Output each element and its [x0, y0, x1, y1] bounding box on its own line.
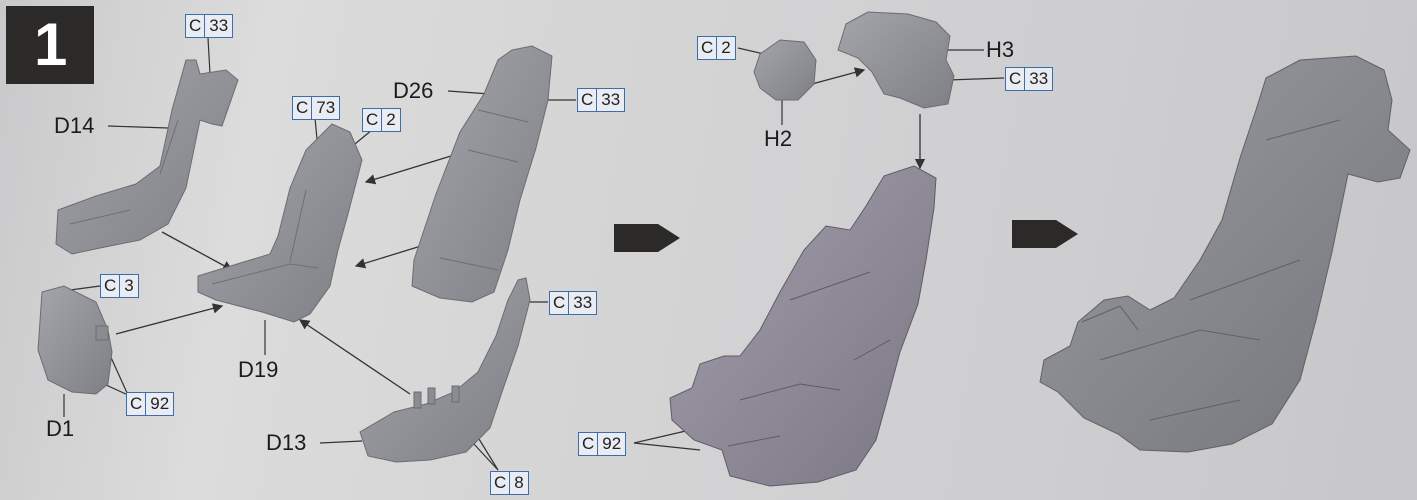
leader-c33-h3 — [948, 78, 1004, 80]
leader-d14 — [108, 126, 168, 128]
callout-prefix: C — [1006, 68, 1025, 90]
callout-number: 33 — [205, 15, 232, 37]
callout-number: 33 — [597, 89, 624, 111]
assembled-seat-final — [1040, 56, 1410, 452]
arrow-h2-to-h3 — [812, 70, 864, 84]
callout-number: 2 — [382, 109, 399, 131]
callout-prefix: C — [101, 275, 120, 297]
leader-c2-right — [738, 48, 764, 54]
callout-prefix: C — [698, 37, 717, 59]
callout-prefix: C — [127, 393, 146, 415]
leader-c92-right-b — [634, 443, 700, 450]
callout-number: 33 — [569, 292, 596, 314]
callout-prefix: C — [293, 97, 312, 119]
label-d14: D14 — [54, 114, 94, 138]
callout-prefix: C — [363, 109, 382, 131]
leader-c3 — [70, 286, 100, 290]
callout-prefix: C — [186, 15, 205, 37]
callout-number: 92 — [146, 393, 173, 415]
label-h2: H2 — [764, 127, 792, 151]
label-d19: D19 — [238, 358, 278, 382]
callout-prefix: C — [578, 89, 597, 111]
part-d13 — [360, 278, 530, 462]
label-d13: D13 — [266, 431, 306, 455]
leader-c33-top — [208, 38, 210, 74]
process-arrow-1 — [614, 224, 680, 252]
assembled-seat-purple — [670, 166, 936, 486]
step-number: 1 — [34, 12, 67, 78]
part-d14 — [56, 60, 238, 254]
callout-number: 73 — [312, 97, 339, 119]
leader-c92-right-a — [634, 430, 690, 443]
part-h3 — [838, 12, 954, 108]
callout-prefix: C — [550, 292, 569, 314]
step-number-box: 1 — [6, 6, 94, 84]
label-d26: D26 — [393, 79, 433, 103]
callout-number: 92 — [598, 433, 625, 455]
callout-number: 33 — [1025, 68, 1052, 90]
part-d13-peg-1 — [414, 392, 421, 408]
part-d19 — [198, 124, 362, 322]
leader-d13 — [320, 441, 362, 443]
part-d13-peg-3 — [452, 386, 459, 402]
arrow-d13-to-d19 — [300, 320, 410, 394]
arrow-d1-to-d19 — [116, 306, 222, 334]
callout-number: 8 — [510, 472, 527, 494]
part-d1-peg — [96, 326, 108, 340]
part-d13-peg-2 — [428, 388, 435, 404]
callout-number: 2 — [717, 37, 734, 59]
arrow-d14-to-d19 — [162, 232, 232, 270]
callout-number: 3 — [120, 275, 137, 297]
callout-prefix: C — [579, 433, 598, 455]
part-h2 — [754, 40, 816, 100]
label-h3: H3 — [986, 38, 1014, 62]
callout-prefix: C — [491, 472, 510, 494]
process-arrow-2 — [1012, 220, 1078, 248]
label-d1: D1 — [46, 417, 74, 441]
